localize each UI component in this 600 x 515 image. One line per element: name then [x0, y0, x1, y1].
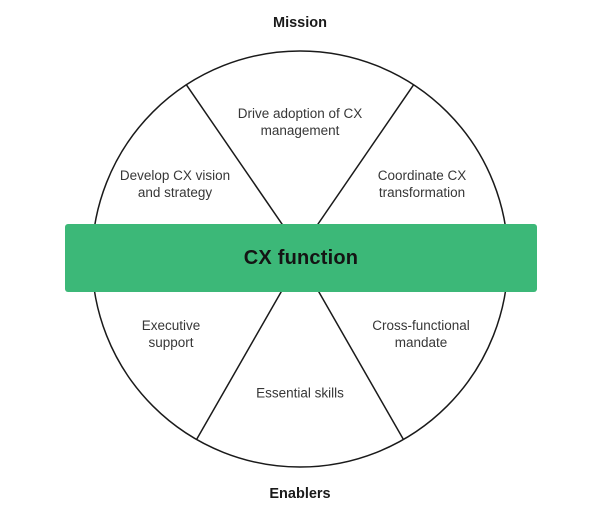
segment-label-executive-support: Executive support: [141, 318, 201, 350]
segment-label-drive-adoption: Drive adoption of CX management: [237, 106, 363, 138]
segment-label-cross-functional-mandate: Cross-functional mandate: [372, 318, 470, 350]
axis-label-enablers: Enablers: [269, 486, 331, 502]
axis-label-mission: Mission: [273, 15, 327, 31]
segment-label-develop-cx-vision: Develop CX vision and strategy: [119, 168, 231, 200]
cx-function-banner-label: CX function: [243, 246, 359, 269]
segment-label-essential-skills: Essential skills: [256, 385, 344, 401]
cx-function-banner: CX function: [65, 224, 537, 292]
segment-label-coordinate-transformation: Coordinate CX transformation: [377, 168, 467, 200]
